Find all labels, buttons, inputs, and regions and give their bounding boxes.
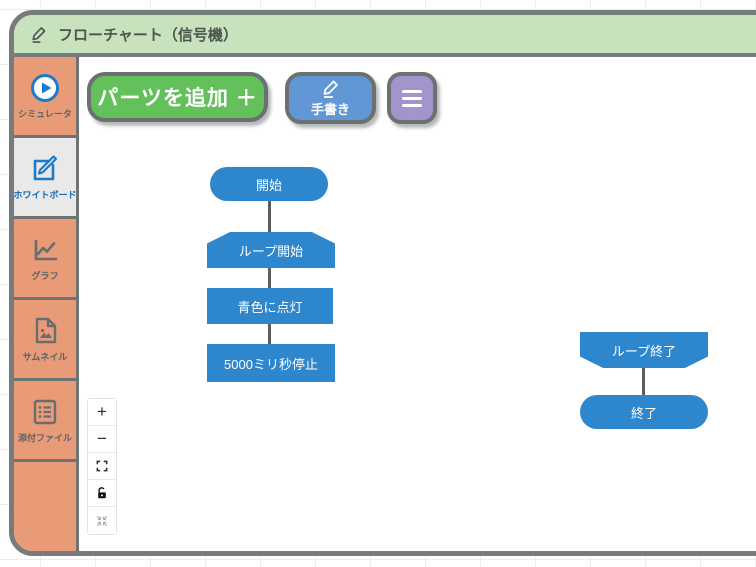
connector-start-loopstart	[268, 201, 271, 233]
sidebar-item-simulator[interactable]: シミュレータ	[14, 57, 76, 138]
zoom-in-label: +	[97, 402, 107, 421]
connector-blue-wait	[268, 324, 271, 345]
whiteboard-edit-icon	[29, 153, 61, 185]
sidebar-item-graph[interactable]: グラフ	[14, 219, 76, 300]
collapse-arrows-icon	[95, 514, 109, 528]
flow-node-loop-start[interactable]: ループ開始	[207, 232, 335, 268]
line-graph-icon	[29, 234, 61, 266]
sidebar-filler	[14, 462, 76, 551]
node-label: 終了	[630, 405, 657, 421]
handwriting-label: 手書き	[310, 101, 350, 117]
flow-node-loop-end[interactable]: ループ終了	[580, 332, 708, 368]
fullscreen-corners-icon	[95, 459, 109, 473]
zoom-out-button[interactable]: −	[88, 426, 116, 453]
node-label: 青色に点灯	[237, 299, 303, 315]
flow-node-end[interactable]: 終了	[580, 395, 708, 429]
add-parts-label: パーツを追加 ＋	[97, 87, 258, 110]
handwriting-button[interactable]: 手書き	[285, 72, 376, 124]
connector-loopstart-blue	[268, 268, 271, 289]
node-label: ループ開始	[238, 243, 304, 259]
unlock-icon	[95, 486, 109, 500]
main-area: シミュレータ ホワイトボード グラフ	[14, 57, 756, 551]
sidebar-item-thumbnail[interactable]: サムネイル	[14, 300, 76, 381]
flow-node-wait-5000[interactable]: 5000ミリ秒停止	[207, 344, 335, 382]
hamburger-menu-icon	[402, 89, 422, 107]
fit-view-button[interactable]	[88, 453, 116, 480]
thumbnail-image-icon	[29, 315, 61, 347]
sidebar-item-attachments[interactable]: 添付ファイル	[14, 381, 76, 462]
flowchart-editor-window: フローチャート（信号機） シミュレータ	[9, 10, 756, 556]
connector-loopend-end	[642, 368, 645, 396]
sidebar-item-label: 添付ファイル	[17, 433, 72, 443]
attachment-list-icon	[29, 396, 61, 428]
sidebar-item-label: グラフ	[31, 271, 59, 281]
page-title: フローチャート（信号機）	[58, 26, 238, 44]
flow-node-light-blue[interactable]: 青色に点灯	[207, 288, 333, 324]
lock-button[interactable]	[88, 480, 116, 507]
sidebar-item-whiteboard[interactable]: ホワイトボード	[13, 138, 77, 219]
whiteboard-canvas[interactable]: パーツを追加 ＋ 手書き 開始	[79, 57, 756, 551]
sidebar: シミュレータ ホワイトボード グラフ	[14, 57, 79, 551]
sidebar-item-label: サムネイル	[22, 352, 68, 362]
zoom-in-button[interactable]: +	[88, 399, 116, 426]
sidebar-item-label: シミュレータ	[18, 109, 72, 119]
add-parts-button[interactable]: パーツを追加 ＋	[87, 72, 268, 122]
pencil-icon	[320, 79, 342, 99]
node-label: ループ終了	[611, 343, 677, 359]
pencil-edit-icon	[30, 25, 48, 43]
node-label: 開始	[255, 177, 282, 193]
sidebar-item-label: ホワイトボード	[13, 190, 77, 200]
zoom-controls: + −	[87, 398, 117, 535]
menu-button[interactable]	[387, 72, 437, 124]
collapse-button[interactable]	[88, 507, 116, 534]
zoom-out-label: −	[97, 429, 107, 448]
play-simulator-icon	[29, 72, 61, 104]
flow-node-start[interactable]: 開始	[210, 167, 328, 201]
titlebar: フローチャート（信号機）	[14, 15, 756, 57]
node-label: 5000ミリ秒停止	[224, 356, 318, 372]
